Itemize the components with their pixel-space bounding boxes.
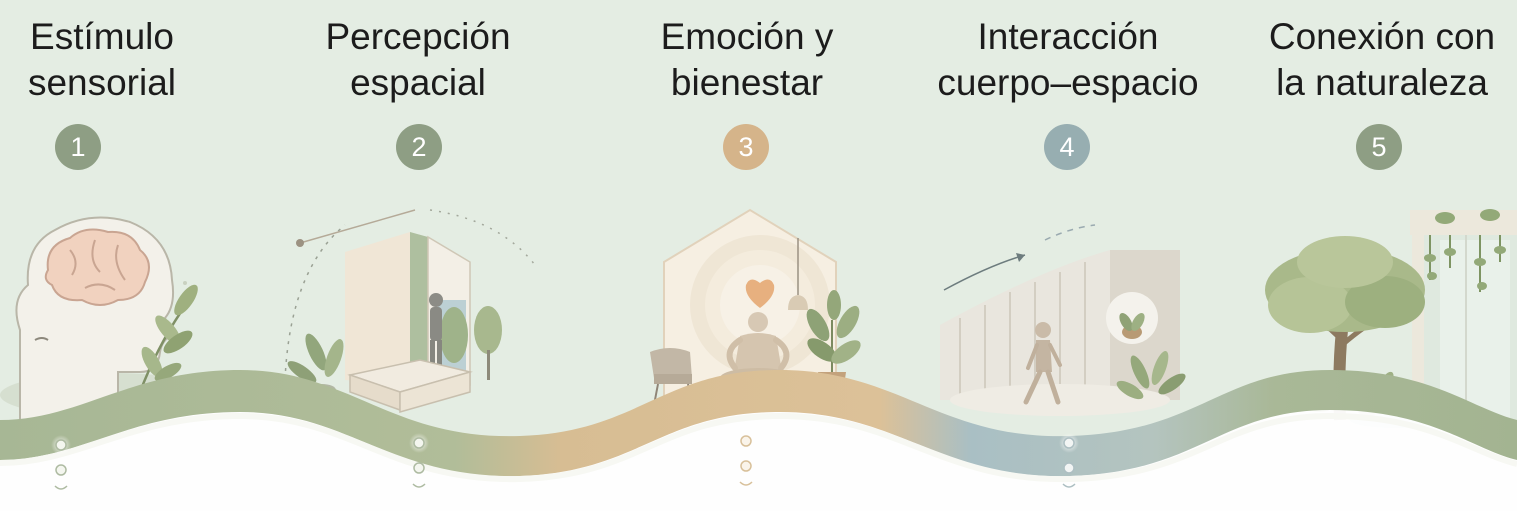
step-5-title: Conexión con la naturaleza [1268,16,1496,103]
step-4-badge: 4 [1044,124,1090,170]
step-1-badge: 1 [55,124,101,170]
flow-ribbon-shadow [0,385,1517,511]
step-2-marker [409,433,429,488]
flow-ribbon [0,370,1517,477]
step-4-title: Interacción cuerpo–espacio [937,16,1199,103]
room-perception-icon [284,209,536,413]
step-1-marker [51,435,71,490]
flow-ribbon-highlight [0,412,1517,483]
step-3-marker [736,431,756,486]
step-2-badge: 2 [396,124,442,170]
step-3-badge: 3 [723,124,769,170]
step-3-title: Emoción y bienestar [660,16,834,103]
step-5-badge: 5 [1356,124,1402,170]
walking-figure-icon [940,224,1186,416]
step-4-marker [1059,433,1079,488]
step-1-title: Estímulo sensorial [27,16,177,103]
step-2-title: Percepción espacial [325,16,511,103]
